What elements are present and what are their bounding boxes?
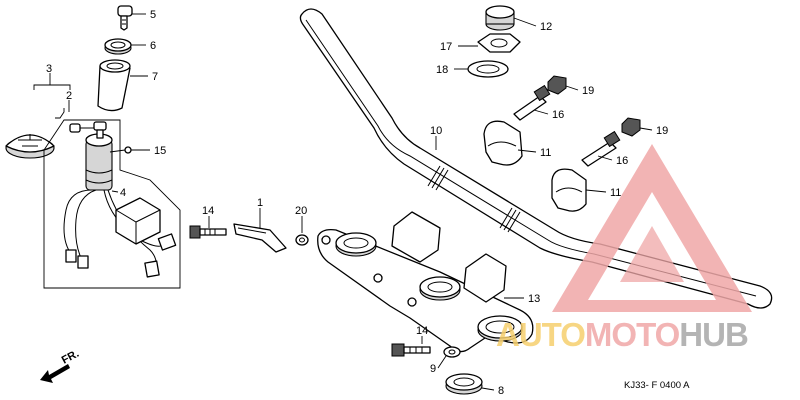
cap-nut-part-1 (547, 75, 567, 95)
ignition-switch-part (69, 121, 113, 191)
stem-nut-part (477, 33, 521, 53)
callout-15: 15 (154, 145, 166, 157)
stem-washer-part (467, 60, 509, 78)
fuel-cap-part (5, 134, 55, 159)
connector-block-part (115, 197, 161, 245)
watermark-auto: AUTO (496, 316, 585, 353)
upper-holder-part-1 (483, 120, 523, 166)
callout-13: 13 (528, 293, 540, 305)
callout-4: 4 (120, 187, 126, 199)
front-label: FR. (60, 348, 81, 367)
key-part (117, 5, 133, 31)
callout-labels: 5 6 7 3 2 15 4 14 1 20 12 17 18 19 16 10… (46, 9, 668, 397)
callout-12: 12 (540, 21, 552, 33)
ring-nut-part (104, 38, 132, 55)
bolt-part-left (189, 225, 227, 239)
svg-text:AUTOMOTOHUB: AUTOMOTOHUB (496, 316, 748, 353)
callout-16-lower: 16 (616, 155, 628, 167)
callout-9: 9 (430, 363, 436, 375)
callout-17: 17 (440, 41, 452, 53)
callout-1: 1 (257, 197, 263, 209)
front-arrow-icon (40, 364, 70, 383)
watermark-moto: MOTO (585, 316, 680, 353)
callout-14-bottom: 14 (416, 325, 428, 337)
callout-11-upper: 11 (540, 147, 551, 159)
stem-cap-part (485, 5, 515, 31)
cap-nut-part-2 (621, 117, 641, 137)
grommet-part (445, 373, 483, 395)
warning-triangle-icon (552, 144, 752, 312)
callout-11-lower: 11 (610, 187, 621, 199)
washer-part (443, 346, 461, 358)
collar-part (295, 234, 309, 246)
sleeve-cover-part (97, 59, 131, 112)
small-screw-part (109, 146, 132, 154)
callout-20: 20 (295, 205, 307, 217)
callout-16-upper: 16 (552, 109, 564, 121)
callout-5: 5 (150, 9, 156, 21)
callout-6: 6 (150, 40, 156, 52)
callout-3: 3 (46, 63, 52, 75)
callout-18: 18 (436, 64, 448, 76)
holder-bolt-part-2 (581, 130, 621, 167)
callout-10: 10 (430, 125, 442, 137)
callout-leaders (111, 13, 653, 391)
automotohub-watermark: AUTOMOTOHUB (496, 144, 752, 353)
callout-7: 7 (152, 71, 158, 83)
front-direction-indicator: FR. (40, 348, 81, 383)
diagram-code: KJ33- F 0400 A (624, 380, 690, 391)
top-bridge-part (317, 211, 534, 353)
callout-8: 8 (498, 385, 504, 397)
holder-bolt-part-1 (513, 84, 551, 121)
watermark-hub: HUB (679, 316, 748, 353)
callout-14-left: 14 (202, 205, 214, 217)
callout-19-upper: 19 (582, 85, 594, 97)
callout-19-lower: 19 (656, 125, 668, 137)
bolt-part-bottom (391, 343, 431, 357)
upper-holder-part-2 (551, 168, 587, 212)
callout-2: 2 (66, 90, 72, 102)
wire-clamp-part (233, 223, 287, 253)
